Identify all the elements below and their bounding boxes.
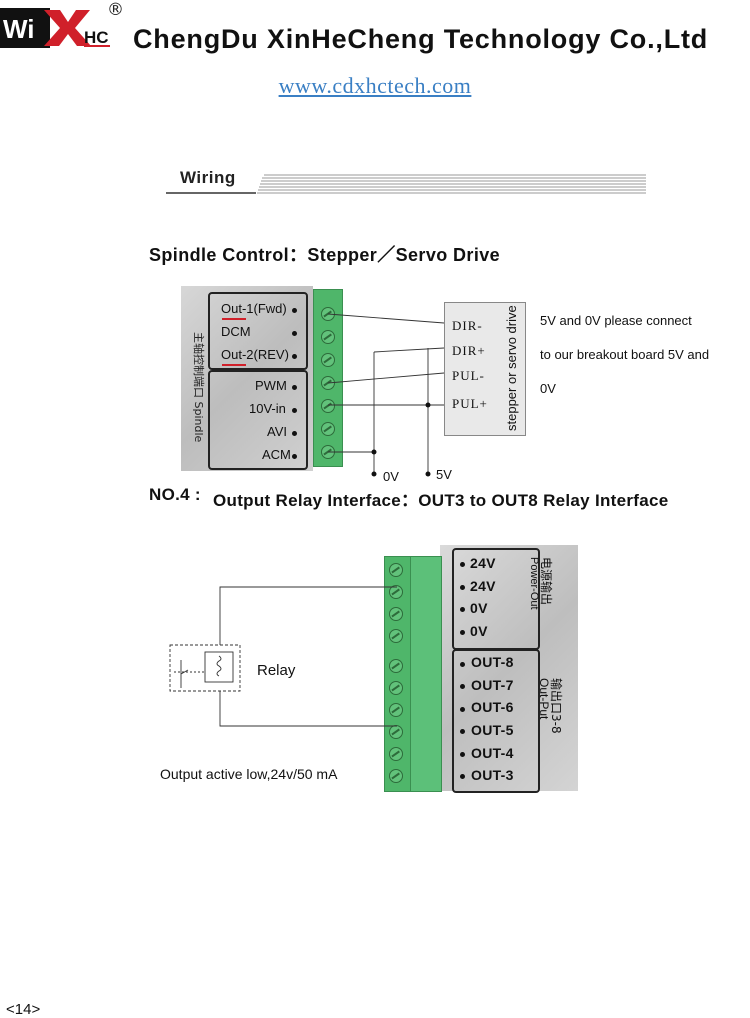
ground-label-5v: 5V [436, 467, 452, 482]
out-5: OUT-5 [471, 722, 514, 738]
pin-dot [292, 331, 297, 336]
out-dot [460, 774, 465, 779]
svg-text:输出口3-8: 输出口3-8 [549, 678, 564, 734]
out-8: OUT-8 [471, 654, 514, 670]
pin-avi: AVI [267, 424, 287, 439]
ground-label-0v: 0V [383, 469, 399, 484]
power-dot [460, 607, 465, 612]
registered-mark: ® [107, 0, 124, 20]
pin-acm: ACM [262, 447, 291, 462]
section-title: Wiring [180, 168, 236, 187]
terminal-screw [389, 563, 403, 577]
svg-text:Power-Out: Power-Out [528, 557, 540, 610]
website-link[interactable]: www.cdxhctech.com [278, 73, 472, 98]
out-6: OUT-6 [471, 699, 514, 715]
note-line-1: 5V and 0V please connect [540, 313, 692, 328]
output-group-box [208, 292, 308, 370]
relay-wiring-diagram [169, 586, 397, 727]
spindle-panel [181, 286, 313, 471]
terminal-screw [389, 607, 403, 621]
section-number: NO.4 : [149, 485, 201, 504]
pin-dot [292, 385, 297, 390]
relay-label: Relay [257, 662, 296, 679]
output-box [452, 649, 540, 793]
out2-underline [222, 364, 246, 366]
section-bar [166, 174, 646, 194]
pin-pwm: PWM [255, 378, 287, 393]
relay-note: Output active low,24v/50 mA [160, 766, 338, 782]
terminal-screw [389, 769, 403, 783]
out-4: OUT-4 [471, 745, 514, 761]
pin-out2: Out-2(REV) [221, 347, 289, 362]
out-dot [460, 729, 465, 734]
drive-pin-pul-minus: PUL- [452, 368, 485, 383]
pin-dcm: DCM [221, 324, 251, 339]
svg-text:电源输出: 电源输出 [539, 557, 554, 605]
relay-terminal-block-side [410, 556, 442, 792]
pin-dot [292, 354, 297, 359]
company-logo: Wi HC [0, 8, 110, 48]
drive-vertical-text: stepper or servo drives [504, 305, 519, 431]
out-7: OUT-7 [471, 677, 514, 693]
power-dot [460, 562, 465, 567]
out-put-vertical-text: 输出口3-8 Out-Put [537, 678, 564, 734]
out-3: OUT-3 [471, 767, 514, 783]
pin-out1: Out-1(Fwd) [221, 301, 287, 316]
page-number: <14> [6, 1001, 41, 1018]
pin-dot [292, 454, 297, 459]
svg-text:Out-Put: Out-Put [537, 678, 551, 720]
stepper-servo-drive-box [444, 302, 526, 436]
drive-pin-dir-minus: DIR- [452, 318, 483, 333]
power-dot [460, 630, 465, 635]
terminal-screw [389, 725, 403, 739]
terminal-screw [389, 629, 403, 643]
spindle-wiring-lines [327, 313, 445, 477]
pin-dot [292, 308, 297, 313]
power-24v-1: 24V [470, 555, 496, 571]
pin-10v-in: 10V-in [249, 401, 286, 416]
svg-text:Wi: Wi [3, 14, 35, 44]
pin-dot [292, 408, 297, 413]
out-dot [460, 707, 465, 712]
relay-section-title: Output Relay Interface：OUT3 to OUT8 Rela… [213, 491, 669, 510]
power-dot [460, 585, 465, 590]
svg-text:stepper or servo drives: stepper or servo drives [504, 305, 519, 431]
terminal-screw [321, 330, 335, 344]
company-name: ChengDu XinHeCheng Technology Co.,Ltd [133, 24, 709, 54]
terminal-screw [321, 422, 335, 436]
power-0v-1: 0V [470, 600, 488, 616]
terminal-screw [389, 659, 403, 673]
out-dot [460, 662, 465, 667]
terminal-screw [389, 747, 403, 761]
note-line-3: 0V [540, 381, 556, 396]
power-out-vertical-text: 电源输出 Power-Out [528, 557, 554, 610]
power-0v-2: 0V [470, 623, 488, 639]
pin-dot [292, 431, 297, 436]
out-dot [460, 684, 465, 689]
svg-text:HC: HC [84, 28, 109, 47]
analog-group-box [208, 370, 308, 470]
terminal-screw [389, 585, 403, 599]
terminal-screw [389, 681, 403, 695]
terminal-screw [321, 399, 335, 413]
power-24v-2: 24V [470, 578, 496, 594]
svg-text:主轴控制端口 Spindle Control: 主轴控制端口 Spindle Control [192, 332, 206, 445]
spindle-panel-vertical-text: 主轴控制端口 Spindle Control [192, 332, 206, 445]
terminal-screw [321, 353, 335, 367]
spindle-heading: Spindle Control：Stepper／Servo Drive [149, 245, 501, 265]
drive-pin-dir-plus: DIR+ [452, 343, 486, 358]
out-dot [460, 752, 465, 757]
power-out-box [452, 548, 540, 650]
note-line-2: to our breakout board 5V and [540, 347, 710, 362]
out1-underline [222, 318, 246, 320]
terminal-screw [389, 703, 403, 717]
drive-pin-pul-plus: PUL+ [452, 396, 488, 411]
